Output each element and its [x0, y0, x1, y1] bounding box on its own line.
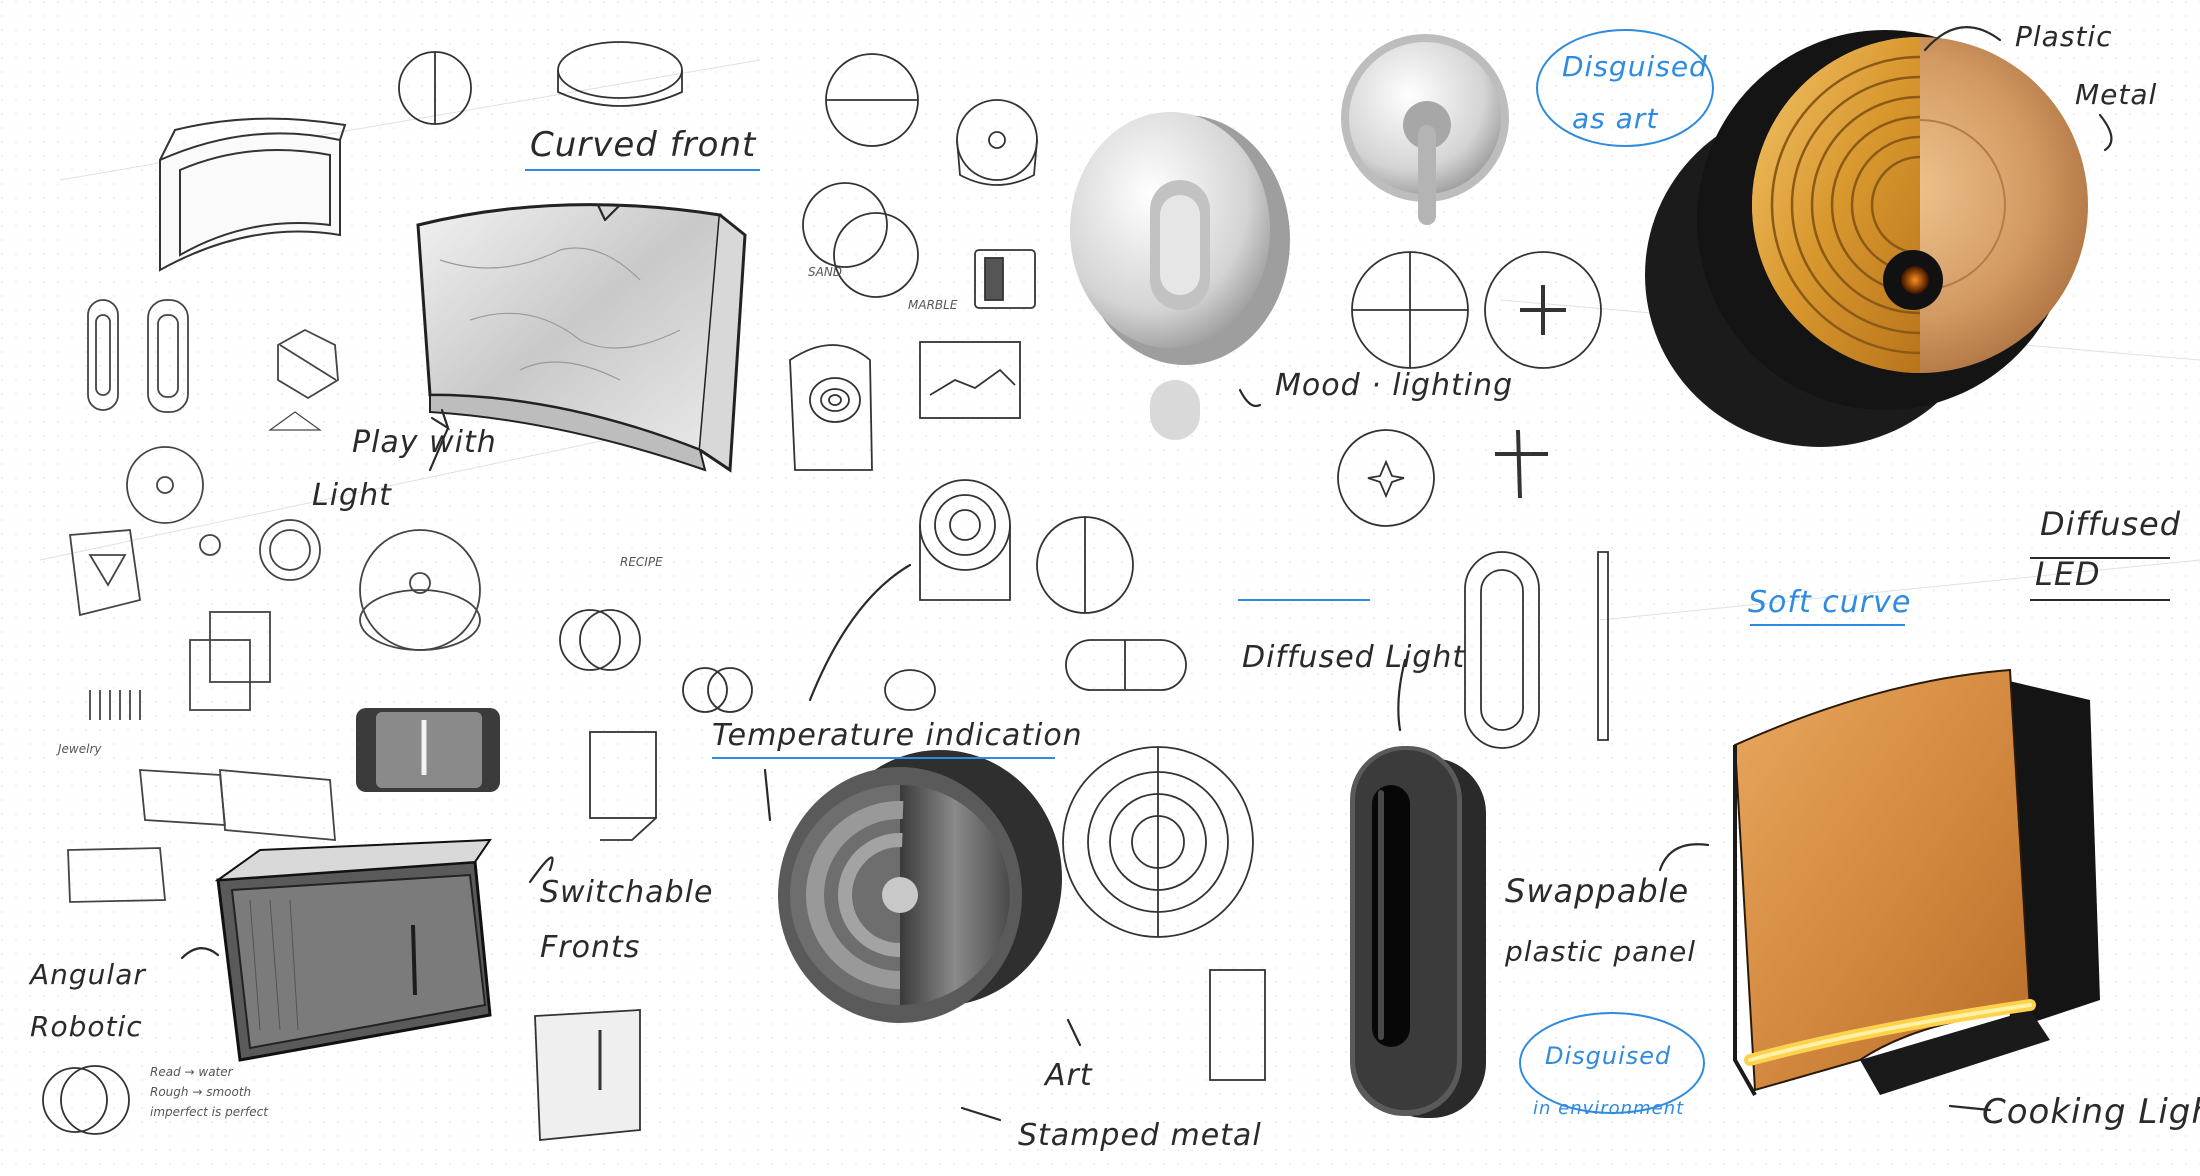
annotation-angular-line1: Angular: [30, 958, 146, 991]
annotation-disguised-environment-line2: in environment: [1533, 1098, 1685, 1119]
annotation-play-with-light-line1: Play with: [352, 425, 497, 460]
annotation-disguised-environment-line1: Disguised: [1545, 1042, 1672, 1070]
annotation-disguised-as-art-line1: Disguised: [1562, 50, 1708, 83]
annotation-cooking-light: Cooking Light: [1982, 1092, 2200, 1132]
annotation-switchable-line2: Fronts: [540, 930, 641, 965]
note-line-c: imperfect is perfect: [150, 1105, 268, 1119]
annotation-metal: Metal: [2075, 78, 2158, 111]
note-line-a: Read → water: [150, 1065, 233, 1079]
curved-box-sketch: [159, 117, 347, 272]
note-recipe: RECIPE: [620, 555, 663, 569]
small-grey-disc-render: [1341, 34, 1509, 225]
switch-block-render: [356, 708, 500, 792]
annotation-disguised-as-art-line2: as art: [1572, 102, 1659, 135]
annotation-soft-curve: Soft curve: [1748, 585, 1912, 620]
annotation-art: Art: [1045, 1058, 1093, 1093]
annotation-diffused-led-line2: LED: [2035, 555, 2101, 593]
annotation-play-with-light-line2: Light: [312, 478, 392, 513]
note-jewelry: Jewelry: [58, 742, 102, 756]
annotation-swappable: Swappable: [1505, 872, 1690, 910]
curved-front-marble-sketch: [416, 203, 747, 473]
note-marble: MARBLE: [908, 298, 958, 312]
cooking-light-render: [1733, 668, 2100, 1096]
plastic-metal-disc-render: [1645, 30, 2088, 447]
annotation-plastic-panel: plastic panel: [1505, 935, 1697, 968]
note-sand: SAND: [808, 265, 843, 279]
annotation-switchable-line1: Switchable: [540, 875, 714, 910]
annotation-temperature-indication: Temperature indication: [712, 718, 1083, 753]
annotation-plastic: Plastic: [2015, 20, 2113, 53]
angular-robotic-box: [214, 838, 492, 1062]
annotation-diffused-light: Diffused Light: [1242, 640, 1466, 675]
annotation-curved-front: Curved front: [530, 125, 757, 165]
diffused-light-pill-render: [1350, 746, 1486, 1118]
annotation-angular-line2: Robotic: [30, 1010, 143, 1043]
annotation-mood-lighting: Mood · lighting: [1275, 368, 1514, 403]
annotation-stamped-metal: Stamped metal: [1018, 1118, 1262, 1153]
note-line-b: Rough → smooth: [150, 1085, 252, 1099]
annotation-diffused-led-line1: Diffused: [2040, 505, 2182, 543]
stamped-metal-disc: [778, 750, 1062, 1023]
mood-lighting-disc-render: [1070, 112, 1290, 440]
